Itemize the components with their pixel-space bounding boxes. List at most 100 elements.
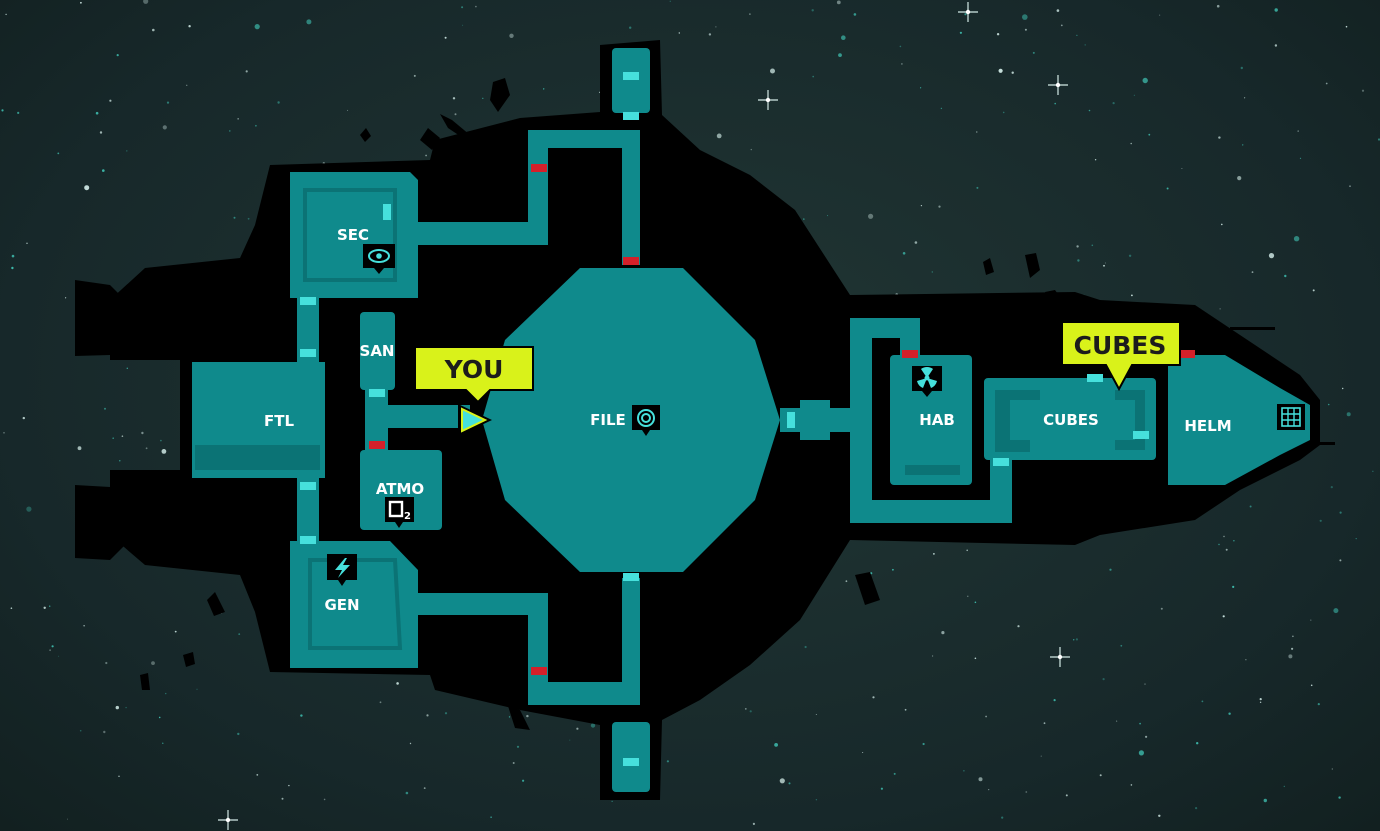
player-marker: YOU	[414, 346, 534, 436]
door-locked[interactable]	[902, 350, 918, 358]
star	[1032, 51, 1035, 54]
door-open[interactable]	[623, 758, 639, 766]
sparkle-star-core	[765, 97, 771, 103]
star	[454, 113, 457, 116]
star	[141, 431, 144, 435]
star	[323, 798, 326, 801]
oxygen-icon: 2	[385, 497, 414, 528]
star	[26, 242, 28, 244]
star	[914, 241, 918, 244]
door-open[interactable]	[300, 297, 316, 305]
star	[1076, 34, 1078, 37]
star	[306, 19, 312, 25]
door-open[interactable]	[993, 458, 1009, 466]
room-gen[interactable]	[290, 541, 418, 668]
star	[841, 35, 846, 40]
star	[1249, 505, 1252, 508]
star	[1346, 412, 1351, 417]
star	[423, 787, 426, 789]
star	[475, 5, 477, 8]
star	[1128, 254, 1132, 257]
star	[1116, 720, 1118, 722]
star	[1138, 750, 1144, 756]
star	[815, 799, 818, 801]
star	[1160, 607, 1163, 610]
star	[902, 252, 906, 255]
star	[1166, 187, 1169, 190]
door-locked[interactable]	[531, 164, 547, 172]
door-open[interactable]	[300, 482, 316, 490]
door-open[interactable]	[623, 112, 639, 120]
grid-icon	[1277, 404, 1305, 430]
star	[1274, 8, 1278, 12]
room-hab[interactable]	[890, 355, 972, 485]
room-san[interactable]	[360, 312, 395, 390]
door-locked[interactable]	[531, 667, 547, 675]
door-open[interactable]	[1087, 374, 1103, 382]
star	[974, 601, 977, 604]
star	[512, 762, 515, 764]
star	[899, 45, 902, 48]
door-open[interactable]	[300, 349, 316, 357]
star	[79, 729, 82, 732]
door-open[interactable]	[787, 412, 795, 428]
star	[870, 572, 873, 575]
star	[1222, 615, 1225, 618]
star	[288, 784, 290, 787]
star	[1225, 548, 1228, 551]
star	[1084, 44, 1086, 46]
door-open[interactable]	[623, 573, 639, 581]
star	[125, 706, 127, 709]
star	[974, 657, 977, 660]
star	[162, 742, 164, 744]
star	[158, 716, 161, 719]
room-atmo[interactable]	[360, 450, 442, 530]
door-open[interactable]	[300, 536, 316, 544]
door-locked[interactable]	[623, 257, 639, 265]
star	[444, 712, 448, 715]
star	[985, 715, 987, 718]
star	[569, 739, 571, 741]
door-open[interactable]	[383, 204, 391, 220]
star	[1120, 644, 1123, 647]
star	[43, 606, 46, 609]
star	[716, 133, 722, 139]
star	[1310, 619, 1312, 621]
door-open[interactable]	[1133, 431, 1149, 439]
star	[920, 87, 922, 89]
star	[976, 131, 978, 133]
room-label-helm: HELM	[1184, 417, 1231, 435]
sparkle-star-core	[1057, 654, 1063, 660]
door-locked[interactable]	[1179, 350, 1195, 358]
star	[1091, 244, 1094, 247]
star	[1263, 798, 1268, 803]
star	[838, 53, 842, 57]
star	[1088, 109, 1091, 112]
star	[49, 605, 51, 607]
svg-text:2: 2	[404, 511, 411, 522]
star	[1244, 97, 1246, 99]
star	[1109, 568, 1112, 571]
star	[1133, 94, 1135, 96]
star	[931, 271, 933, 273]
star	[932, 655, 934, 657]
star	[1288, 654, 1293, 659]
star	[1325, 82, 1328, 85]
door-locked[interactable]	[369, 441, 385, 449]
star	[1228, 712, 1231, 715]
star	[1054, 102, 1056, 105]
star	[1251, 271, 1254, 273]
star	[543, 88, 545, 90]
star	[938, 205, 941, 208]
doors	[300, 72, 1195, 766]
star	[490, 816, 492, 818]
room-helm[interactable]	[1168, 355, 1310, 485]
star	[629, 26, 632, 29]
rooms	[192, 48, 1310, 792]
door-open[interactable]	[369, 389, 385, 397]
star	[1216, 4, 1220, 8]
room-file[interactable]	[482, 268, 780, 572]
star	[1131, 294, 1133, 297]
door-open[interactable]	[623, 72, 639, 80]
